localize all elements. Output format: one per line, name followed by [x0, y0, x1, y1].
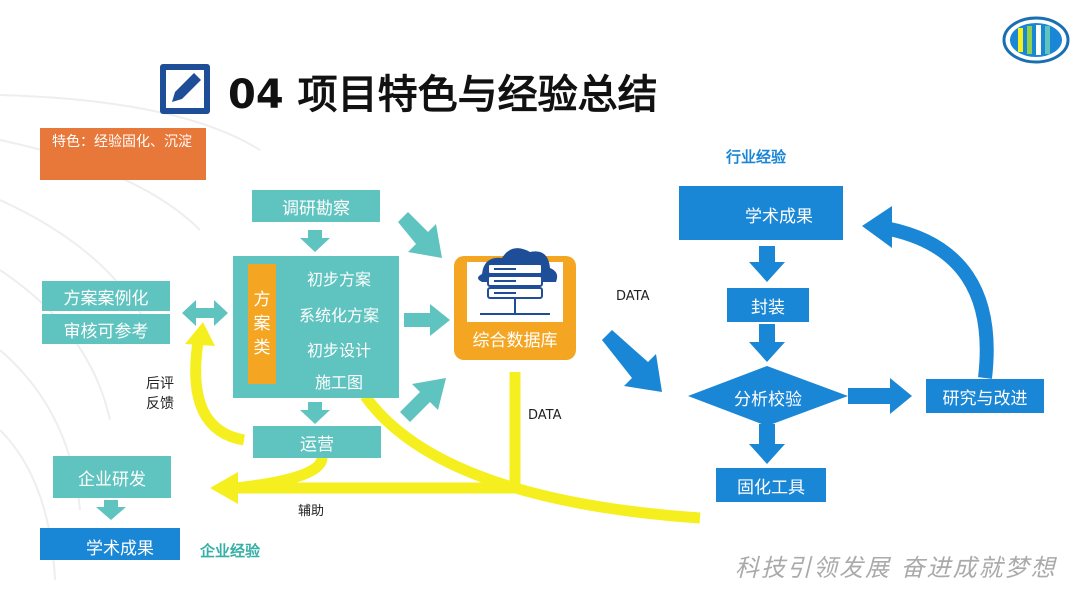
plan-item-3: 初步设计 — [306, 341, 371, 360]
feedback-label: 后评反馈 — [146, 376, 174, 412]
plan-category: 方案类 — [248, 264, 276, 384]
data-label-low: DATA — [528, 408, 562, 423]
review-box: 审核可参考 — [42, 314, 170, 344]
blue-arrows — [602, 246, 912, 464]
assist-label: 辅助 — [298, 504, 325, 519]
survey-box: 调研勘察 — [252, 190, 380, 222]
slogan: 科技引领发展 奋进成就梦想 — [735, 554, 1057, 582]
loop-arrow — [883, 221, 994, 379]
analysis-diamond — [688, 366, 848, 426]
yellow-lines — [190, 341, 701, 524]
feature-box: 特色：经验固化、沉淀 — [40, 128, 206, 180]
background-curves — [0, 94, 261, 581]
plan-item-4: 施工图 — [314, 373, 363, 392]
academic-right-label: 学术成果 — [745, 207, 813, 227]
plan-item-2: 系统化方案 — [298, 306, 379, 325]
data-label-mid: DATA — [616, 289, 650, 304]
analysis-label: 分析校验 — [734, 390, 802, 410]
operation-box: 运营 — [253, 426, 381, 458]
enterprise-rd-label: 企业研发 — [78, 469, 146, 490]
enterprise-exp-label: 企业经验 — [200, 542, 261, 560]
yellow-arrow-head-left — [210, 472, 238, 504]
teal-arrows — [96, 212, 450, 520]
plan-category-label: 方案类 — [253, 290, 271, 358]
survey-label: 调研勘察 — [282, 198, 350, 219]
academic-left-label: 学术成果 — [86, 539, 154, 559]
review-label: 审核可参考 — [63, 321, 149, 342]
academic-left-box: 学术成果 — [40, 528, 180, 560]
logo-icon — [1002, 16, 1070, 64]
edit-icon — [160, 64, 210, 114]
academic-right-box: 学术成果 — [679, 186, 843, 240]
case-box: 方案案例化 — [42, 281, 170, 311]
industry-exp-label: 行业经验 — [726, 148, 787, 166]
tool-label: 固化工具 — [737, 477, 805, 498]
plan-item-1: 初步方案 — [306, 270, 371, 289]
package-box: 封装 — [727, 288, 809, 322]
feature-label: 特色：经验固化、沉淀 — [52, 134, 192, 150]
research-box: 研究与改进 — [926, 379, 1044, 413]
tool-box: 固化工具 — [716, 468, 826, 502]
package-label: 封装 — [751, 297, 785, 318]
page-title: 04 项目特色与经验总结 — [228, 72, 658, 118]
case-label: 方案案例化 — [63, 288, 149, 309]
operation-label: 运营 — [300, 434, 334, 455]
yellow-arrow-head-up — [185, 322, 215, 346]
database-label: 综合数据库 — [472, 331, 558, 351]
research-label: 研究与改进 — [942, 388, 1028, 409]
enterprise-rd-box: 企业研发 — [53, 456, 171, 498]
loop-arrow-head — [862, 206, 892, 248]
cloud-server-icon — [478, 248, 558, 315]
database-panel — [454, 248, 576, 360]
